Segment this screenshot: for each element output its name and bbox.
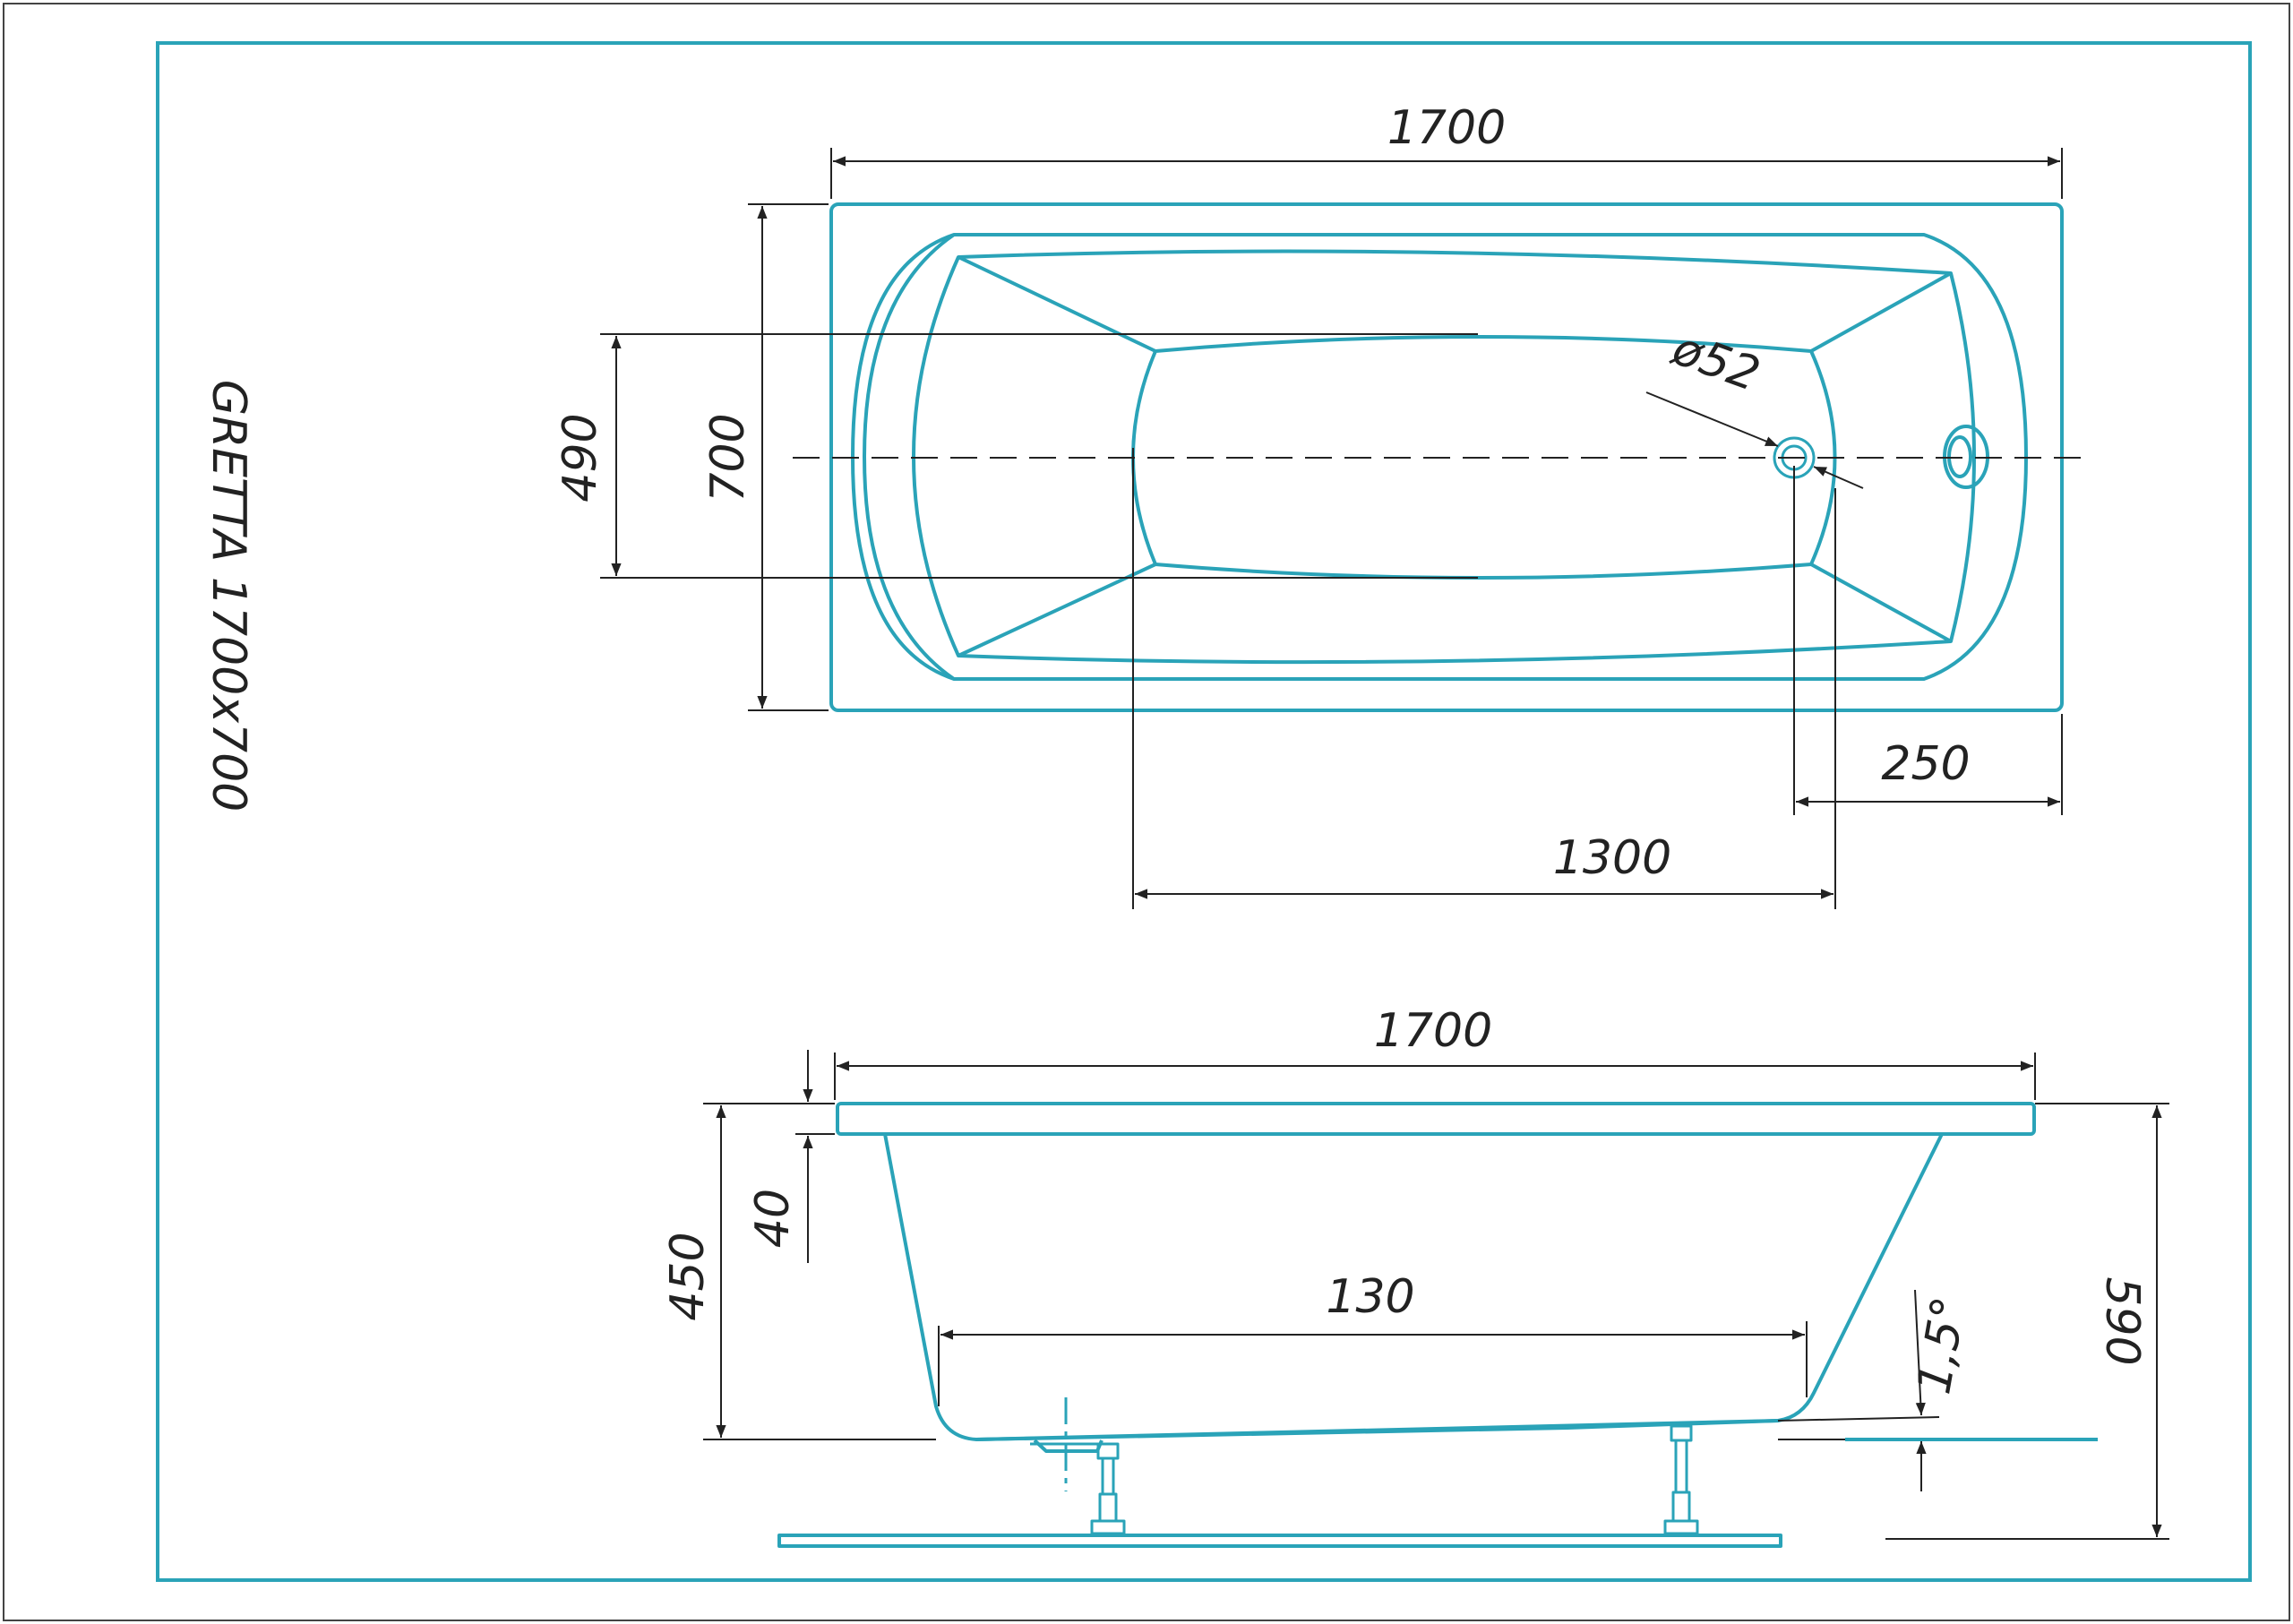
leg-right-post <box>1674 1439 1688 1494</box>
leg-left <box>1090 1442 1126 1535</box>
plan-facet-bottom-right <box>1810 563 1952 643</box>
side-view <box>777 1102 2036 1548</box>
drain-offset-label: 250 <box>1881 737 1970 791</box>
plan-dimension-labels: 1700 700 490 ø52 250 1300 <box>554 101 1971 885</box>
leg-left-post <box>1101 1456 1115 1496</box>
plan-dimensions <box>600 148 2087 909</box>
side-bottom-line <box>975 1419 1779 1441</box>
dim-line-slope-upper <box>1914 1289 1926 1416</box>
slope-label: 1,5° <box>1907 1293 1977 1397</box>
leg-right-sleeve <box>1671 1491 1691 1523</box>
side-dimension-labels: 1700 40 450 130 1,5° 590 <box>661 1004 2149 1398</box>
rim-thickness-label: 40 <box>746 1189 800 1248</box>
plan-deck-outline <box>851 233 2028 681</box>
bottom-length-label: 130 <box>1326 1270 1414 1324</box>
inner-length-label: 1300 <box>1553 831 1671 885</box>
plan-facet-bottom-left <box>958 563 1156 657</box>
side-dimensions <box>703 1050 2169 1540</box>
plan-width-label: 700 <box>701 413 755 502</box>
leg-left-sleeve <box>1098 1492 1118 1523</box>
total-height-label: 590 <box>2095 1276 2149 1365</box>
side-length-label: 1700 <box>1374 1004 1492 1058</box>
leader-drain <box>1645 391 1779 447</box>
plan-length-label: 1700 <box>1387 101 1506 155</box>
plan-inner-width-label: 490 <box>554 413 607 502</box>
floor-panel <box>777 1534 1782 1548</box>
leader-drain-out <box>1813 466 1864 489</box>
drain-diameter-label: ø52 <box>1665 322 1767 402</box>
leg-left-foot <box>1090 1519 1126 1535</box>
leg-right <box>1663 1424 1699 1535</box>
sheet-outer-border <box>3 3 2290 1621</box>
leg-right-foot <box>1663 1519 1699 1535</box>
plan-facet-top-left <box>958 255 1156 353</box>
leg-right-head <box>1670 1424 1693 1442</box>
plan-facet-top-right <box>1810 271 1952 353</box>
drain-fitting <box>1033 1439 1104 1453</box>
drawing-title: GRETTA 1700x700 <box>202 380 255 812</box>
depth-label: 450 <box>661 1232 715 1320</box>
slope-ref-line <box>1777 1416 1940 1422</box>
side-rim <box>836 1102 2036 1136</box>
plan-left-curve-outer <box>863 233 956 681</box>
sheet-frame <box>156 41 2252 1582</box>
